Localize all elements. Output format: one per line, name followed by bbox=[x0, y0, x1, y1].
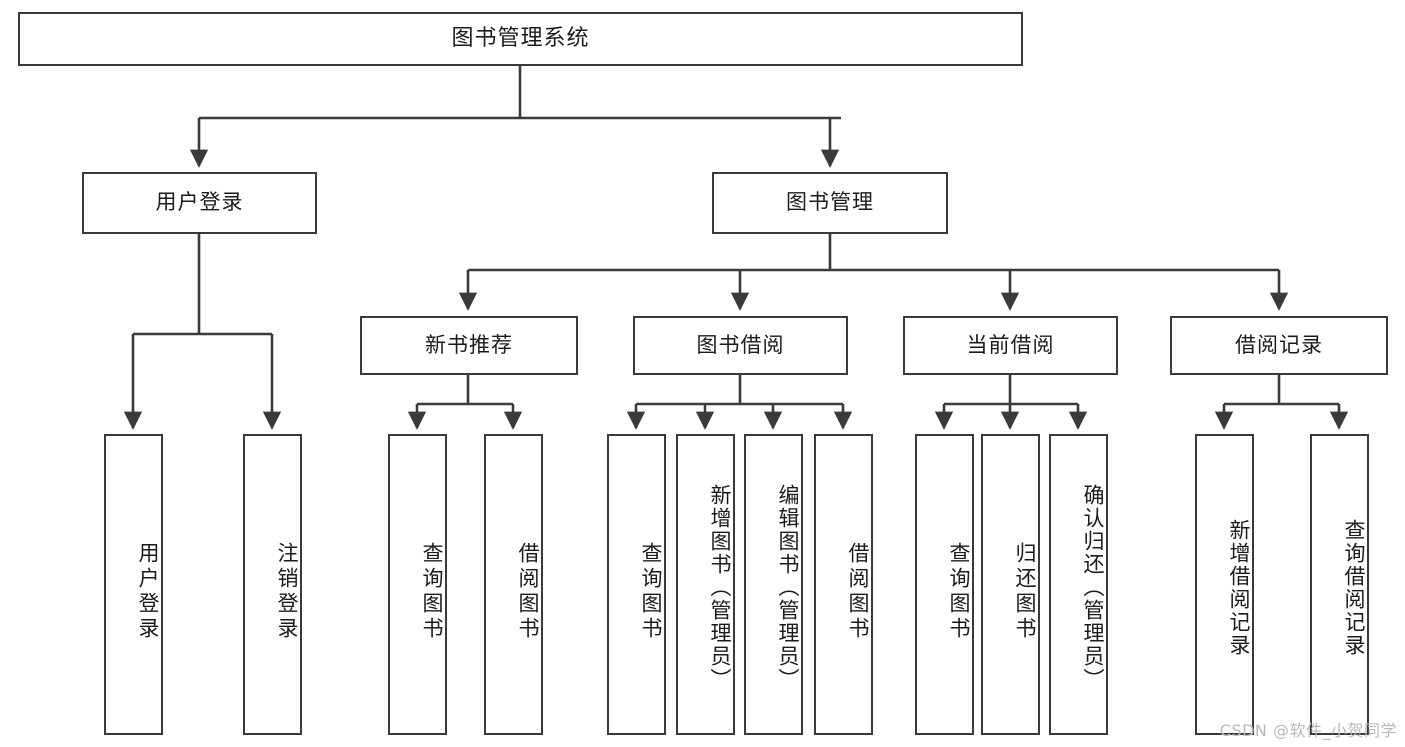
leaf-borrow-book[interactable]: 借阅图书 bbox=[814, 434, 873, 735]
node-new-book-recommend[interactable]: 新书推荐 bbox=[360, 316, 578, 375]
node-root[interactable]: 图书管理系统 bbox=[18, 12, 1023, 66]
csdn-watermark: CSDN @软件_小贺同学 bbox=[1219, 721, 1397, 740]
leaf-confirm-return-admin[interactable]: 确认归还（管理员） bbox=[1049, 434, 1108, 735]
leaf-edit-book-admin[interactable]: 编辑图书（管理员） bbox=[744, 434, 803, 735]
node-book-management[interactable]: 图书管理 bbox=[712, 172, 948, 234]
leaf-borrow-book-new[interactable]: 借阅图书 bbox=[484, 434, 543, 735]
node-user-login[interactable]: 用户登录 bbox=[82, 172, 317, 234]
leaf-user-login[interactable]: 用户登录 bbox=[104, 434, 163, 735]
leaf-query-borrow-record[interactable]: 查询借阅记录 bbox=[1310, 434, 1369, 735]
leaf-add-borrow-record[interactable]: 新增借阅记录 bbox=[1195, 434, 1254, 735]
leaf-add-book-admin[interactable]: 新增图书（管理员） bbox=[676, 434, 735, 735]
node-borrow-records[interactable]: 借阅记录 bbox=[1170, 316, 1388, 375]
node-book-borrow[interactable]: 图书借阅 bbox=[633, 316, 848, 375]
leaf-query-book-borrow[interactable]: 查询图书 bbox=[607, 434, 666, 735]
leaf-query-book-current[interactable]: 查询图书 bbox=[915, 434, 974, 735]
leaf-logout[interactable]: 注销登录 bbox=[243, 434, 302, 735]
leaf-return-book[interactable]: 归还图书 bbox=[981, 434, 1040, 735]
leaf-query-book-new[interactable]: 查询图书 bbox=[388, 434, 447, 735]
node-current-borrow[interactable]: 当前借阅 bbox=[903, 316, 1118, 375]
